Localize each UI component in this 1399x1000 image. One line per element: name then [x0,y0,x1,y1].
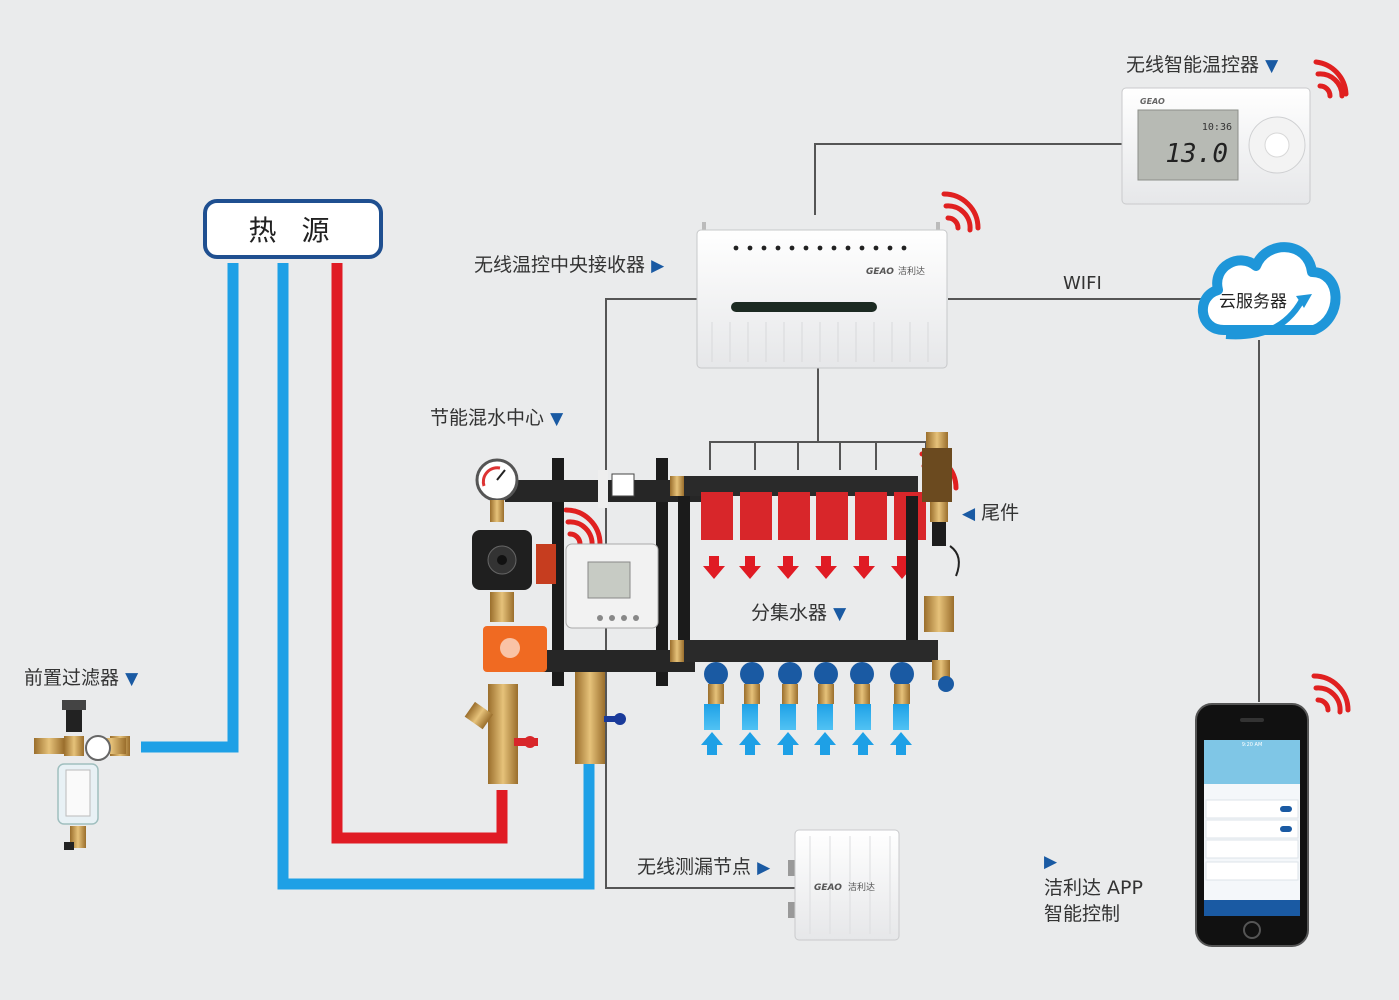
signal-icon-receiver [941,191,981,233]
smartphone-app: 9:20 AM [1195,703,1309,947]
mixing-center-label: 节能混水中心 ▼ [430,407,564,429]
cloud-server-icon [1198,242,1341,340]
manifold-return-bar [678,640,938,662]
signal-icon-phone [1311,673,1351,715]
svg-text:洁利达: 洁利达 [898,265,925,277]
app-label: ▶ 洁利达 APP 智能控制 [1044,848,1143,928]
pre-filter-device [34,700,130,850]
thermostat-temperature: 13.0 [1165,139,1228,169]
receiver-label: 无线温控中央接收器 ▶ [474,254,665,276]
mixing-center-assembly [464,432,960,784]
manifold-label: 分集水器 ▼ [751,602,847,624]
triangle-left-icon: ◀ [962,504,976,524]
phone-status-time: 9:20 AM [1242,742,1263,748]
supply-flow-arrows [703,556,913,579]
app-label-line2: 智能控制 [1044,903,1121,926]
cloud-server-label: 云服务器 [1219,292,1287,312]
leak-detection-node: GEAO 洁利达 [788,829,900,941]
signal-icon-thermostat [1313,59,1349,99]
heat-source-label: 热 源 [248,214,338,247]
triangle-down-icon: ▼ [125,669,139,689]
wireless-thermostat: 13.0 10:36 GEAO [1121,87,1311,205]
filter-valve [488,684,518,784]
line-receiver-thermostat [814,143,1123,215]
cold-pipe-return [277,263,595,890]
triangle-down-icon: ▼ [833,604,847,624]
hot-pipe-supply [331,263,508,844]
return-flow-arrows [701,732,912,755]
triangle-down-icon: ▼ [1265,56,1279,76]
pre-filter-label: 前置过滤器 ▼ [24,667,139,689]
return-valve-heads [704,662,914,686]
pipes [141,263,595,890]
app-label-line1: 洁利达 APP [1044,876,1143,899]
manifold-actuators [701,492,926,540]
tail-piece [922,432,960,692]
central-receiver: GEAO 洁利达 [696,222,948,369]
thermostat-label: 无线智能温控器 ▼ [1126,54,1279,76]
svg-text:GEAO: GEAO [866,267,894,277]
triangle-right-icon: ▶ [651,256,665,276]
thermostat-clock: 10:36 [1202,122,1232,133]
thermostat-logo: GEAO [1140,97,1165,106]
cold-pipe-to-filter [141,263,239,753]
receiver-led-row [733,245,907,251]
leak-node-label: 无线测漏节点 ▶ [637,856,771,878]
line-actuator-bus [709,441,927,470]
triangle-right-icon: ▶ [1044,852,1058,872]
wifi-label: WIFI [1063,273,1102,294]
manifold-supply-bar [678,476,918,496]
tail-piece-label: ◀ 尾件 [962,502,1020,524]
svg-text:洁利达: 洁利达 [848,881,875,893]
return-flow [704,704,909,730]
heat-source-box: 热 源 [203,199,383,259]
triangle-right-icon: ▶ [757,858,771,878]
svg-text:GEAO: GEAO [814,883,842,893]
triangle-down-icon: ▼ [550,409,564,429]
signal-icon-mixing-controller [563,507,603,549]
return-valve [575,672,605,764]
